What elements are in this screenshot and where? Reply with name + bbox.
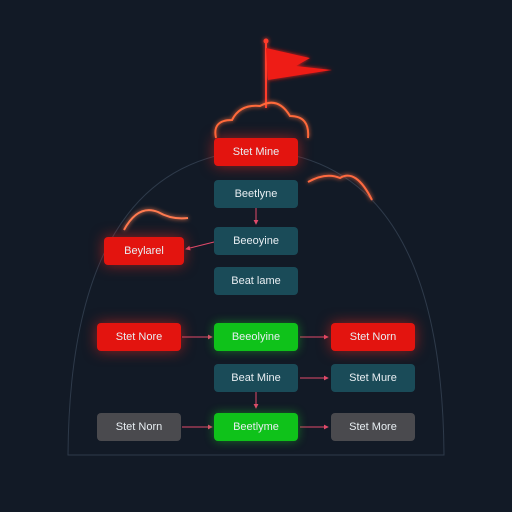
node-r2: Beeoyine	[214, 227, 298, 255]
node-r3: Beat lame	[214, 267, 298, 295]
node-left6: Stet Norn	[97, 413, 181, 441]
swoosh-left	[123, 209, 189, 231]
node-r1: Beetlyne	[214, 180, 298, 208]
flag-icon	[263, 38, 332, 108]
arrow-r2-left1	[185, 241, 215, 251]
node-left1: Beylarel	[104, 237, 184, 265]
node-right6: Stet More	[331, 413, 415, 441]
node-left2: Stet Nore	[97, 323, 181, 351]
node-top: Stet Mine	[214, 138, 298, 166]
node-r6: Beetlyme	[214, 413, 298, 441]
cloud-icon	[214, 101, 310, 139]
node-right4: Stet Norn	[331, 323, 415, 351]
node-r5: Beat Mine	[214, 364, 298, 392]
node-right5: Stet Mure	[331, 364, 415, 392]
swoosh-right	[307, 174, 373, 201]
node-r4: Beeolyine	[214, 323, 298, 351]
